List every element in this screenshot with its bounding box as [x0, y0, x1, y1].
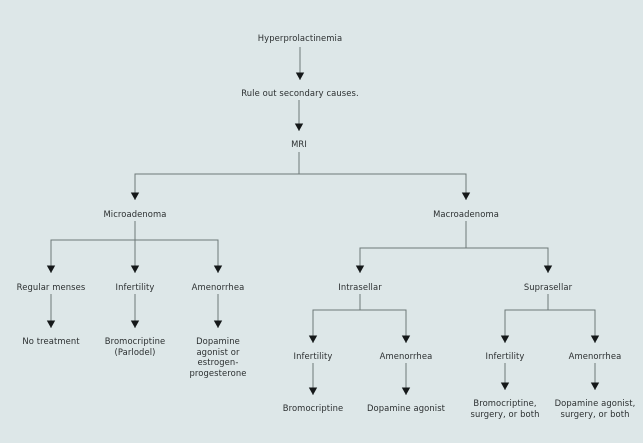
- arrowhead: [461, 192, 471, 200]
- arrowhead: [355, 265, 365, 273]
- arrowhead: [213, 320, 223, 328]
- node-micro-amenorrhea[interactable]: Amenorrhea: [191, 282, 245, 292]
- node-hyperprolactinemia[interactable]: Hyperprolactinemia: [257, 33, 343, 43]
- node-dopamine-agonist[interactable]: Dopamine agonist: [366, 403, 446, 413]
- edge-regular-menses-to-no-treatment: [46, 294, 56, 328]
- node-no-treatment[interactable]: No treatment: [22, 336, 80, 346]
- arrowhead: [308, 387, 318, 395]
- node-suprasellar[interactable]: Suprasellar: [523, 282, 573, 292]
- edge-macroadenoma-to-intrasellar: [355, 221, 467, 273]
- edge-line: [134, 221, 219, 273]
- arrowhead: [308, 335, 318, 343]
- edge-supra-amenorrhea-to-dopamine-surgery: [590, 363, 600, 390]
- node-micro-infertility[interactable]: Infertility: [115, 282, 155, 292]
- node-supra-amenorrhea[interactable]: Amenorrhea: [568, 351, 622, 361]
- edge-mri-to-microadenoma: [130, 152, 300, 200]
- node-dopamine-or-estrogen[interactable]: Dopamine agonist or estrogen- progestero…: [189, 336, 247, 378]
- edge-line: [298, 152, 467, 200]
- edge-rule-out-to-mri: [294, 100, 304, 131]
- arrowhead: [295, 72, 305, 80]
- node-dopamine-surgery[interactable]: Dopamine agonist, surgery, or both: [554, 398, 636, 419]
- edge-intra-infertility-to-bromocriptine: [308, 363, 318, 395]
- arrowhead: [543, 265, 553, 273]
- edge-intrasellar-to-intra-infertility: [308, 294, 361, 343]
- edge-suprasellar-to-supra-infertility: [500, 294, 549, 343]
- edge-micro-amenorrhea-to-dopamine-or-estrogen: [213, 294, 223, 328]
- node-intra-amenorrhea[interactable]: Amenorrhea: [379, 351, 433, 361]
- node-bromocriptine-surgery[interactable]: Bromocriptine, surgery, or both: [470, 398, 540, 419]
- node-bromocriptine-parlodel[interactable]: Bromocriptine (Parlodel): [104, 336, 166, 357]
- arrowhead: [46, 320, 56, 328]
- arrowhead: [130, 265, 140, 273]
- edge-line: [134, 152, 300, 200]
- arrowhead: [500, 335, 510, 343]
- edge-intrasellar-to-intra-amenorrhea: [359, 294, 411, 343]
- node-bromocriptine[interactable]: Bromocriptine: [282, 403, 344, 413]
- arrowhead: [46, 265, 56, 273]
- arrowhead: [590, 335, 600, 343]
- node-mri[interactable]: MRI: [291, 139, 307, 149]
- node-rule-out[interactable]: Rule out secondary causes.: [241, 88, 359, 98]
- edge-microadenoma-to-micro-amenorrhea: [134, 221, 223, 273]
- node-intra-infertility[interactable]: Infertility: [293, 351, 333, 361]
- edge-micro-infertility-to-bromocriptine-parlodel: [130, 294, 140, 328]
- arrowhead: [590, 382, 600, 390]
- edge-line: [359, 221, 467, 273]
- edge-intra-amenorrhea-to-dopamine-agonist: [401, 363, 411, 395]
- edge-suprasellar-to-supra-amenorrhea: [547, 294, 600, 343]
- edge-line: [504, 294, 549, 343]
- arrowhead: [500, 382, 510, 390]
- node-intrasellar[interactable]: Intrasellar: [338, 282, 382, 292]
- arrowhead: [401, 335, 411, 343]
- node-regular-menses[interactable]: Regular menses: [16, 282, 86, 292]
- edge-line: [465, 221, 549, 273]
- edge-line: [359, 294, 407, 343]
- arrowhead: [130, 320, 140, 328]
- edge-supra-infertility-to-bromocriptine-surgery: [500, 363, 510, 390]
- node-supra-infertility[interactable]: Infertility: [485, 351, 525, 361]
- edge-line: [50, 221, 136, 273]
- arrowhead: [130, 192, 140, 200]
- edge-hyperprolactinemia-to-rule-out: [295, 47, 305, 80]
- node-macroadenoma[interactable]: Macroadenoma: [433, 209, 499, 219]
- edge-macroadenoma-to-suprasellar: [465, 221, 553, 273]
- edge-mri-to-macroadenoma: [298, 152, 471, 200]
- edge-line: [312, 294, 361, 343]
- arrowhead: [401, 387, 411, 395]
- edge-microadenoma-to-regular-menses: [46, 221, 136, 273]
- edge-line: [547, 294, 596, 343]
- arrowhead: [213, 265, 223, 273]
- arrowhead: [294, 123, 304, 131]
- node-microadenoma[interactable]: Microadenoma: [103, 209, 167, 219]
